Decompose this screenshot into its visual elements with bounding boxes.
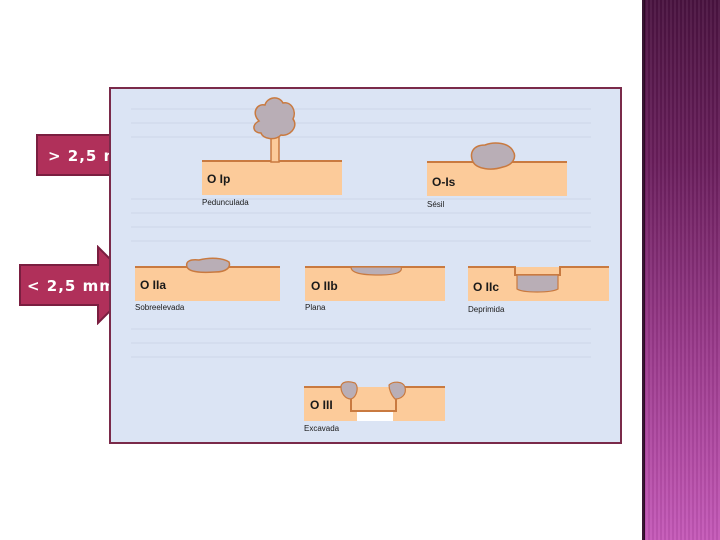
decorative-side-band bbox=[642, 0, 720, 540]
type-name: Deprimida bbox=[468, 305, 505, 314]
lesion-type-excavated: O III Excavada bbox=[304, 381, 445, 433]
background-texture bbox=[131, 108, 591, 358]
lesion-polyp-head bbox=[253, 97, 296, 140]
type-name: Pedunculada bbox=[202, 198, 249, 207]
type-name: Sobreelevada bbox=[135, 303, 185, 312]
lesion-flat-mass bbox=[350, 266, 402, 276]
type-code: O IIa bbox=[140, 278, 166, 292]
type-code: O III bbox=[310, 398, 333, 412]
paris-classification-diagram: O Ip Pedunculada O-Is Sésil O IIa Sobree… bbox=[131, 97, 609, 433]
type-name: Sésil bbox=[427, 200, 445, 209]
lesion-elevated-mass bbox=[185, 257, 231, 274]
type-name: Excavada bbox=[304, 424, 340, 433]
lesion-type-slightly-elevated: O IIa Sobreelevada bbox=[135, 257, 280, 312]
type-code: O IIc bbox=[473, 280, 499, 294]
type-code: O-Is bbox=[432, 175, 456, 189]
type-name: Plana bbox=[305, 303, 326, 312]
type-code: O IIb bbox=[311, 279, 338, 293]
lesion-type-pedunculated: O Ip Pedunculada bbox=[202, 97, 342, 207]
paris-classification-figure: O Ip Pedunculada O-Is Sésil O IIa Sobree… bbox=[109, 87, 622, 444]
lesion-depressed-mass bbox=[516, 274, 559, 293]
lesion-type-flat: O IIb Plana bbox=[305, 266, 445, 312]
lesion-type-depressed: O IIc Deprimida bbox=[468, 266, 609, 314]
ulcer-rim-right bbox=[388, 381, 406, 400]
lesion-sessile-mass bbox=[470, 142, 516, 170]
ulcer-crater bbox=[357, 411, 393, 421]
lesion-type-sessile: O-Is Sésil bbox=[427, 142, 567, 209]
type-code: O Ip bbox=[207, 172, 230, 186]
ulcer-rim-left bbox=[340, 381, 358, 400]
arrow-small-size-label: < 2,5 mm bbox=[27, 277, 116, 295]
